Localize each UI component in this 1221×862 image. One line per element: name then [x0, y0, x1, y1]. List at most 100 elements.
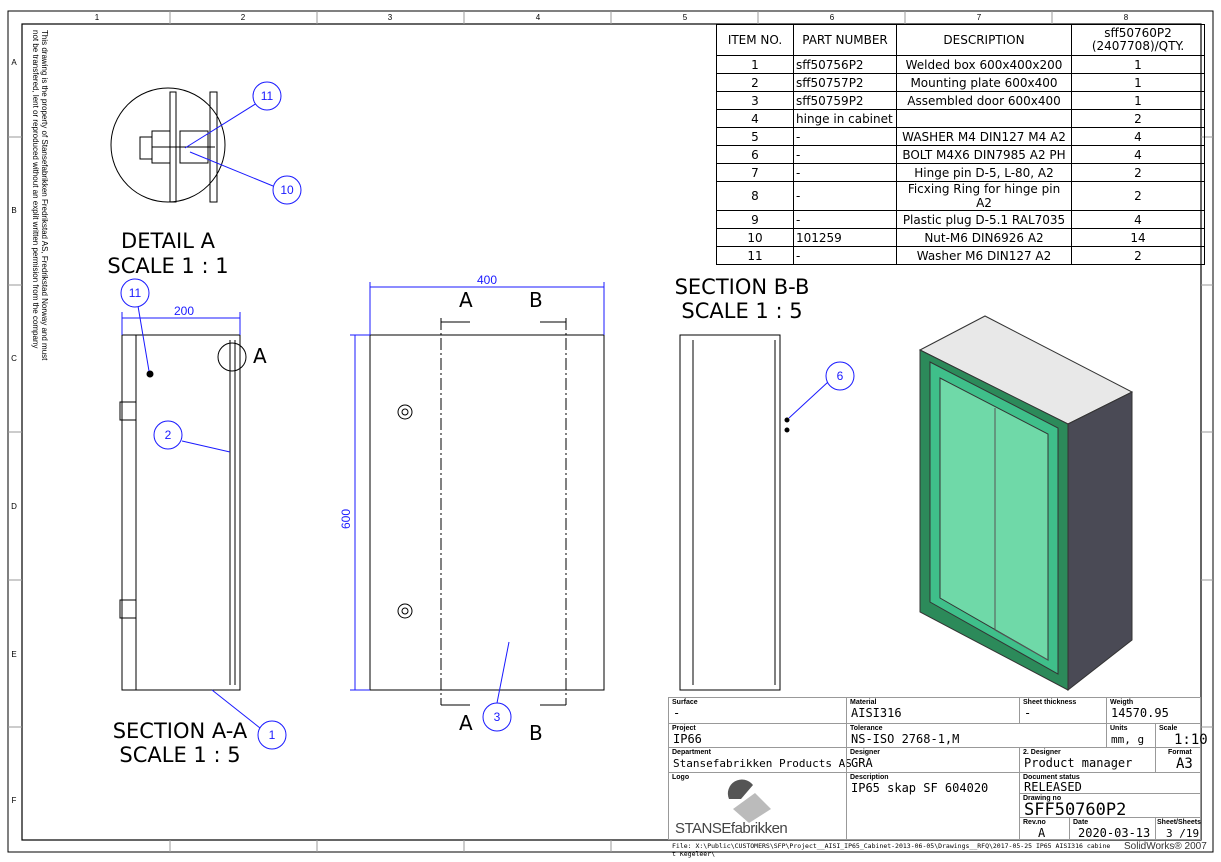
bom-cell: 2 — [1071, 246, 1205, 265]
bom-cell: BOLT M4X6 DIN7985 A2 PH — [896, 145, 1072, 164]
balloon: 2 — [164, 428, 172, 442]
tb-label: Drawing no — [1023, 795, 1062, 802]
bom-cell: 11 — [716, 246, 794, 265]
bom-cell: 5 — [716, 127, 794, 146]
tb-label: Sheet thickness — [1023, 699, 1077, 706]
ownership-notice: This drawing is the property of Stansefa… — [31, 30, 49, 360]
tb-label: 2. Designer — [1023, 749, 1061, 756]
zone-col-7: 7 — [976, 13, 982, 22]
tb-label: Material — [850, 699, 877, 706]
bom-header: PART NUMBER — [793, 24, 897, 56]
cut-label-a: A — [459, 711, 473, 735]
tb-logo: Logo STANSEfabrikken — [668, 772, 847, 840]
bom-cell: sff50756P2 — [793, 55, 897, 74]
tb-label: Document status — [1023, 774, 1080, 781]
zone-row-e: E — [11, 650, 17, 659]
bom-cell: 1 — [1071, 91, 1205, 110]
bom-cell: - — [793, 127, 897, 146]
bom-cell: 2 — [1071, 163, 1205, 182]
bom-cell: 4 — [1071, 210, 1205, 229]
bom-cell: - — [793, 163, 897, 182]
bom-cell: 7 — [716, 163, 794, 182]
zone-row-c: C — [11, 354, 17, 363]
tb-label: Project — [672, 725, 696, 732]
front-view — [350, 282, 605, 732]
tb-label: Surface — [672, 699, 698, 706]
zone-col-8: 8 — [1123, 13, 1129, 22]
tb-value: Product manager — [1024, 756, 1133, 770]
tb-value: Stansefabrikken Products AS — [673, 757, 852, 770]
tb-sheet-thickness: Sheet thickness- — [1019, 697, 1107, 724]
bom-cell: 101259 — [793, 228, 897, 247]
bom-cell: Mounting plate 600x400 — [896, 73, 1072, 92]
bom-cell: - — [793, 210, 897, 229]
cut-label-b: B — [529, 721, 543, 745]
tb-value: - — [1024, 706, 1032, 720]
bom-cell: Welded box 600x400x200 — [896, 55, 1072, 74]
tb-label: Date — [1073, 819, 1089, 826]
cut-label-b: B — [529, 288, 543, 312]
tb-surface: Surface- — [668, 697, 847, 724]
zone-col-2: 2 — [240, 13, 246, 22]
detail-reference: A — [253, 344, 267, 368]
tb-value: 3 /19 — [1166, 827, 1200, 840]
bom-cell: 2 — [716, 73, 794, 92]
bom-cell: 4 — [1071, 127, 1205, 146]
notice-line: not be transfered, lent or reproduced wi… — [31, 30, 40, 349]
tb-value: 14570.95 — [1111, 706, 1169, 720]
tb-value: A3 — [1176, 756, 1193, 772]
bom-cell: 1 — [1071, 55, 1205, 74]
zone-col-3: 3 — [387, 13, 393, 22]
balloon: 11 — [128, 286, 142, 300]
isometric-view — [918, 315, 1134, 692]
balloon: 11 — [260, 89, 274, 103]
bom-header: sff50760P2 (2407708)/QTY. — [1071, 24, 1205, 56]
tb-label: Format — [1168, 749, 1192, 756]
dimension-height: 600 — [339, 508, 354, 530]
tb-value: 1:10 — [1174, 732, 1208, 748]
section-bb-title: SECTION B-B — [674, 275, 810, 299]
bom-cell: 3 — [716, 91, 794, 110]
software-credit: SolidWorks® 2007 — [1124, 841, 1207, 852]
tb-value: NS-ISO 2768-1,M — [851, 732, 960, 746]
balloon: 1 — [268, 728, 276, 742]
bom-cell: WASHER M4 DIN127 M4 A2 — [896, 127, 1072, 146]
tb-value: GRA — [851, 756, 873, 770]
logo-text: STANSEfabrikken — [675, 820, 788, 837]
bom-cell: 4 — [1071, 145, 1205, 164]
bom-cell: - — [793, 145, 897, 164]
balloon: 3 — [493, 710, 501, 724]
bom-header: ITEM NO. — [716, 24, 794, 56]
bom-cell: 1 — [1071, 73, 1205, 92]
tb-value: AISI316 — [851, 706, 902, 720]
zone-row-f: F — [11, 796, 17, 805]
section-bb-scale: SCALE 1 : 5 — [681, 299, 803, 323]
tb-label: Rev.no — [1023, 819, 1046, 826]
tb-value: A — [1038, 826, 1046, 840]
dimension-width: 400 — [477, 273, 498, 287]
zone-row-b: B — [11, 206, 17, 215]
tb-label: Weigth — [1110, 699, 1134, 706]
tb-value: IP65 skap SF 604020 — [851, 781, 989, 795]
tb-value: RELEASED — [1024, 780, 1082, 794]
bom-header: DESCRIPTION — [896, 24, 1072, 56]
tb-value: 2020-03-13 — [1078, 826, 1151, 840]
